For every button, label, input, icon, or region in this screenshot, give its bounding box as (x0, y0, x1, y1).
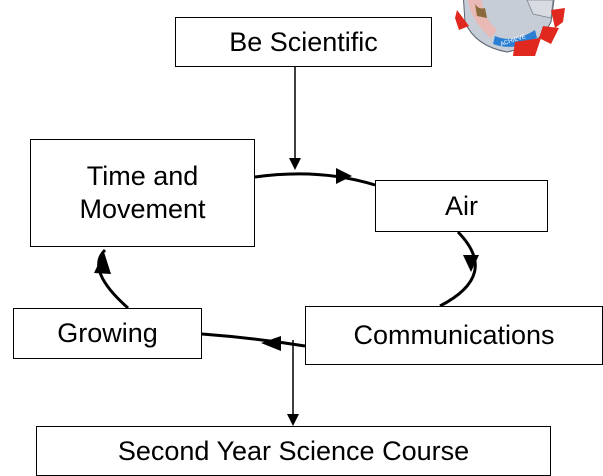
arrowhead-left-arc (94, 252, 111, 274)
arrowhead-top-arc (336, 168, 352, 184)
node-be-scientific-label: Be Scientific (229, 26, 378, 57)
arc-communications-to-growing (201, 332, 306, 348)
arrowhead-bottom-arc (261, 336, 281, 351)
arc-air-to-communications (439, 230, 477, 308)
arc-growing-to-time (97, 248, 129, 310)
node-be-scientific: Be Scientific (175, 17, 432, 67)
node-second-year-science-course: Second Year Science Course (36, 426, 551, 476)
node-time-and-movement-label-line1: Time and (86, 161, 199, 191)
node-growing-label: Growing (57, 318, 158, 348)
node-air-label: Air (445, 190, 478, 221)
node-time-and-movement: Time and Movement (30, 139, 255, 247)
node-communications-label: Communications (353, 320, 555, 350)
node-air: Air (375, 180, 548, 232)
node-communications: Communications (305, 306, 603, 365)
arc-time-to-air (254, 172, 376, 187)
arrowhead-right-arc (463, 255, 479, 272)
node-time-and-movement-label-line2: Movement (79, 194, 206, 224)
node-growing: Growing (13, 308, 202, 359)
school-logo: ACHIEVE (455, 0, 565, 58)
node-second-year-label: Second Year Science Course (117, 435, 470, 466)
